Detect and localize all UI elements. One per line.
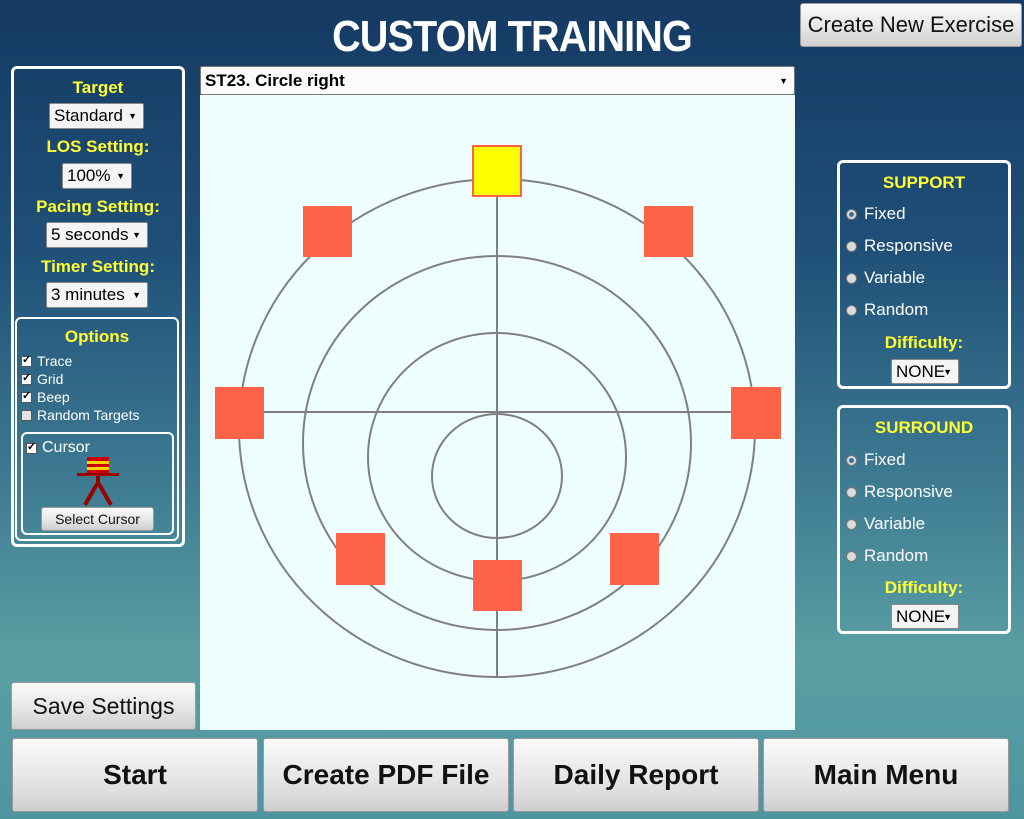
target-top-left bbox=[303, 206, 352, 257]
radio-icon[interactable] bbox=[846, 272, 857, 284]
support-difficulty-value: NONE bbox=[896, 361, 946, 381]
option-label: Trace bbox=[37, 353, 73, 369]
timer-value: 3 minutes bbox=[51, 285, 125, 304]
pacing-dropdown[interactable]: 5 seconds▼ bbox=[46, 222, 148, 248]
pacing-value: 5 seconds bbox=[51, 225, 129, 244]
target-label: Target bbox=[72, 78, 124, 97]
support-panel bbox=[837, 160, 1011, 389]
chevron-down-icon: ▼ bbox=[943, 366, 952, 377]
option-label: Beep bbox=[37, 389, 70, 405]
support-title: SUPPORT bbox=[882, 173, 966, 192]
radio-label: Variable bbox=[864, 514, 926, 533]
radio-icon[interactable] bbox=[846, 304, 857, 316]
timer-dropdown[interactable]: 3 minutes ▼ bbox=[46, 282, 148, 308]
support-difficulty-dropdown[interactable]: NONE▼ bbox=[891, 359, 959, 384]
radio-selected-icon[interactable] bbox=[846, 454, 857, 466]
chevron-down-icon: ▼ bbox=[128, 111, 137, 121]
create-pdf-button[interactable]: Create PDF File bbox=[263, 738, 509, 812]
chevron-down-icon: ▼ bbox=[116, 171, 125, 181]
cursor-figure-icon bbox=[77, 457, 119, 506]
select-cursor-button[interactable]: Select Cursor bbox=[41, 507, 154, 531]
surround-panel bbox=[837, 405, 1011, 634]
save-settings-button[interactable]: Save Settings bbox=[11, 682, 196, 730]
target-right bbox=[731, 387, 781, 439]
create-new-exercise-button[interactable]: Create New Exercise bbox=[800, 3, 1022, 47]
main-menu-button[interactable]: Main Menu bbox=[763, 738, 1009, 812]
surround-responsive[interactable]: Responsive bbox=[846, 482, 953, 502]
option-beep[interactable]: Beep bbox=[21, 389, 70, 405]
radio-label: Fixed bbox=[864, 450, 906, 469]
chevron-down-icon: ▼ bbox=[779, 75, 788, 86]
option-label: Random Targets bbox=[37, 407, 140, 423]
target-bottom-right bbox=[610, 533, 659, 585]
option-random-targets[interactable]: Random Targets bbox=[21, 407, 139, 423]
los-label: LOS Setting: bbox=[46, 137, 150, 156]
exercise-dropdown[interactable]: ST23. Circle right ▼ bbox=[200, 66, 795, 95]
support-fixed[interactable]: Fixed bbox=[846, 204, 906, 224]
surround-random[interactable]: Random bbox=[846, 546, 928, 566]
radio-label: Random bbox=[864, 300, 929, 319]
target-bottom bbox=[473, 560, 522, 611]
radio-icon[interactable] bbox=[846, 550, 857, 562]
settings-panel bbox=[11, 66, 185, 547]
exercise-value: ST23. Circle right bbox=[205, 70, 345, 90]
chevron-down-icon: ▼ bbox=[132, 230, 141, 240]
los-dropdown[interactable]: 100% ▼ bbox=[62, 163, 132, 189]
timer-label: Timer Setting: bbox=[41, 257, 155, 276]
radio-icon[interactable] bbox=[846, 486, 857, 498]
checkbox-icon[interactable] bbox=[21, 389, 32, 403]
target-top bbox=[472, 145, 522, 197]
target-bottom-left bbox=[336, 533, 385, 585]
radio-selected-icon[interactable] bbox=[846, 208, 857, 220]
target-left bbox=[215, 387, 264, 439]
radio-icon[interactable] bbox=[846, 240, 857, 252]
surround-variable[interactable]: Variable bbox=[846, 514, 925, 534]
option-trace[interactable]: Trace bbox=[21, 353, 72, 369]
page-title: CUSTOM TRAINING bbox=[332, 12, 693, 61]
radio-label: Responsive bbox=[864, 236, 953, 255]
cursor-option[interactable]: Cursor bbox=[26, 439, 90, 457]
cursor-box bbox=[21, 432, 174, 535]
cursor-label: Cursor bbox=[42, 439, 91, 456]
los-value: 100% bbox=[67, 166, 111, 185]
option-grid[interactable]: Grid bbox=[21, 371, 63, 387]
checkbox-icon[interactable] bbox=[21, 371, 32, 385]
surround-difficulty-label: Difficulty: bbox=[884, 578, 964, 597]
options-label: Options bbox=[64, 327, 130, 346]
pacing-label: Pacing Setting: bbox=[36, 197, 160, 216]
options-box bbox=[15, 317, 179, 541]
surround-difficulty-value: NONE bbox=[896, 606, 946, 626]
checkbox-icon[interactable] bbox=[26, 440, 37, 454]
start-button[interactable]: Start bbox=[12, 738, 258, 812]
chevron-down-icon: ▼ bbox=[132, 290, 141, 300]
checkbox-icon[interactable] bbox=[21, 409, 32, 421]
surround-fixed[interactable]: Fixed bbox=[846, 450, 906, 470]
radio-label: Responsive bbox=[864, 482, 953, 501]
radio-label: Variable bbox=[864, 268, 926, 287]
support-random[interactable]: Random bbox=[846, 300, 928, 320]
surround-difficulty-dropdown[interactable]: NONE▼ bbox=[891, 604, 959, 629]
target-dropdown[interactable]: Standard ▼ bbox=[49, 103, 144, 129]
training-canvas[interactable] bbox=[200, 95, 795, 730]
daily-report-button[interactable]: Daily Report bbox=[513, 738, 759, 812]
radio-label: Random bbox=[864, 546, 929, 565]
radio-icon[interactable] bbox=[846, 518, 857, 530]
chevron-down-icon: ▼ bbox=[943, 611, 952, 622]
support-variable[interactable]: Variable bbox=[846, 268, 925, 288]
target-grid bbox=[215, 145, 781, 678]
support-responsive[interactable]: Responsive bbox=[846, 236, 953, 256]
target-value: Standard bbox=[54, 106, 123, 125]
target-top-right bbox=[644, 206, 693, 257]
checkbox-icon[interactable] bbox=[21, 353, 32, 367]
surround-title: SURROUND bbox=[874, 418, 974, 437]
option-label: Grid bbox=[37, 371, 64, 387]
radio-label: Fixed bbox=[864, 204, 906, 223]
support-difficulty-label: Difficulty: bbox=[884, 333, 964, 352]
